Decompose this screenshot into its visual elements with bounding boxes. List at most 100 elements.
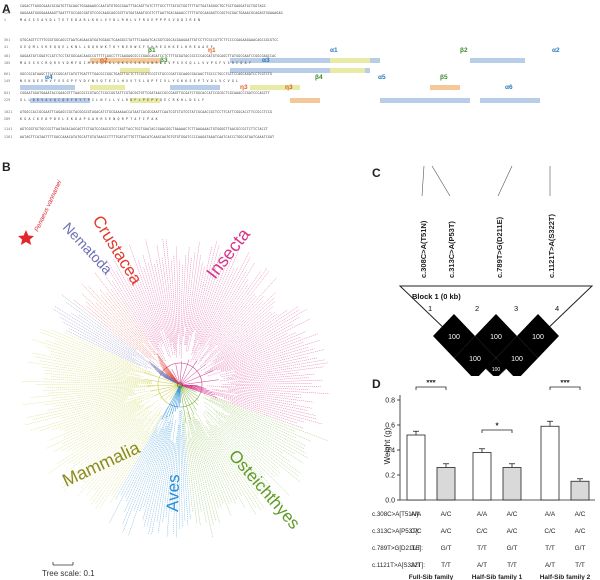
tree-internal-branch bbox=[147, 384, 181, 387]
tree-leaf-branch bbox=[222, 404, 296, 439]
tree-leaf-branch bbox=[210, 399, 306, 447]
tree-leaf-branch bbox=[54, 340, 143, 372]
structure-highlight bbox=[480, 98, 540, 103]
panel-d-letter: D bbox=[372, 377, 381, 391]
tree-leaf-branch bbox=[45, 346, 136, 373]
tree-leaf-branch bbox=[203, 311, 272, 366]
tree-leaf-branch bbox=[221, 333, 318, 370]
tree-leaf-branch bbox=[235, 385, 321, 387]
secondary-structure-label: β1 bbox=[148, 47, 156, 54]
clade-osteichthyes bbox=[179, 384, 328, 538]
weight-bar bbox=[502, 467, 522, 501]
genotype-cell: A/C bbox=[441, 511, 452, 518]
secondary-structure-label: η3 bbox=[285, 84, 293, 91]
secondary-structure-label: β2 bbox=[460, 47, 468, 54]
panel-c-letter: C bbox=[372, 166, 381, 180]
tree-leaf-branch bbox=[72, 404, 153, 465]
tree-leaf-branch bbox=[187, 412, 220, 524]
significance-marker: *** bbox=[560, 380, 570, 388]
tree-leaf-branch bbox=[227, 377, 310, 383]
ld-cell-2-4: 100 bbox=[496, 336, 538, 376]
tree-leaf-branch bbox=[143, 267, 163, 330]
ld-cell-1-3: 100 bbox=[454, 336, 496, 376]
genotype-cell: A/C bbox=[575, 511, 586, 518]
tree-leaf-branch bbox=[194, 283, 249, 364]
tree-leaf-branch bbox=[181, 409, 189, 526]
sequence-line-number: 661 bbox=[4, 72, 11, 76]
clade-arc bbox=[157, 375, 170, 405]
sequence-line-number: 841 bbox=[4, 91, 11, 95]
tree-leaf-branch bbox=[22, 381, 137, 385]
tree-leaf-branch bbox=[204, 318, 311, 373]
tree-internal-branch bbox=[179, 384, 195, 415]
tree-leaf-branch bbox=[109, 271, 159, 351]
tree-internal-branch bbox=[165, 384, 181, 419]
genotype-cell: G/T bbox=[441, 545, 452, 552]
weight-bar bbox=[406, 434, 426, 501]
tree-leaf-branch bbox=[142, 412, 173, 521]
tree-leaf-branch bbox=[126, 271, 163, 347]
marker-number-2: 2 bbox=[475, 304, 479, 313]
sequence-text: G E Q M L S K E Q Q E L K N L L D Q K W … bbox=[20, 45, 213, 49]
tree-leaf-branch bbox=[165, 442, 175, 518]
secondary-structure-label: η2 bbox=[100, 57, 108, 64]
tree-leaf-branch bbox=[204, 292, 276, 361]
tree-leaf-branch bbox=[136, 274, 169, 357]
tree-leaf-branch bbox=[199, 297, 275, 367]
tree-leaf-branch bbox=[129, 244, 161, 331]
tree-leaf-branch bbox=[128, 408, 173, 536]
tree-leaf-branch bbox=[147, 262, 168, 339]
tree-leaf-branch bbox=[85, 404, 160, 475]
snp-label-4: c.1121T>A(S322T) bbox=[547, 214, 556, 278]
clade-insecta bbox=[103, 238, 329, 386]
sequence-text: CAGACTTAGGCGAACGCGATGTTACAACTGGAAAAGCCAA… bbox=[20, 4, 266, 8]
tree-leaf-branch bbox=[202, 397, 306, 454]
tree-leaf-branch bbox=[137, 260, 171, 358]
tree-leaf-branch bbox=[81, 293, 152, 359]
sequence-line-number: 121 bbox=[4, 11, 11, 15]
tree-leaf-branch bbox=[94, 272, 163, 362]
sequence-line-number: 1 bbox=[4, 18, 7, 22]
y-tick-label: 0.8 bbox=[385, 398, 395, 405]
tree-leaf-branch bbox=[38, 397, 142, 432]
tree-leaf-branch bbox=[204, 411, 270, 485]
tree-leaf-branch bbox=[171, 436, 177, 513]
ld-value-2-4: 100 bbox=[511, 356, 523, 363]
tree-leaf-branch bbox=[46, 385, 154, 388]
secondary-structure-label: α3 bbox=[262, 57, 270, 64]
tree-internal-branch bbox=[174, 384, 181, 412]
secondary-structure-label: α6 bbox=[505, 84, 513, 91]
ld-value-2-3: 100 bbox=[490, 334, 502, 341]
tree-leaf-branch bbox=[206, 420, 272, 507]
tree-leaf-branch bbox=[203, 394, 296, 432]
tree-leaf-branch bbox=[190, 268, 235, 363]
tree-leaf-branch bbox=[81, 417, 148, 483]
tree-leaf-branch bbox=[106, 292, 157, 355]
tree-leaf-branch bbox=[202, 414, 272, 502]
structure-highlight bbox=[250, 85, 300, 90]
tree-leaf-branch bbox=[49, 394, 158, 441]
tree-leaf-branch bbox=[166, 443, 176, 538]
tree-leaf-branch bbox=[41, 366, 152, 382]
genotype-cell: T/T bbox=[441, 562, 451, 569]
genotype-cell: G/T bbox=[507, 545, 518, 552]
tree-leaf-branch bbox=[199, 293, 256, 362]
weight-bar bbox=[570, 480, 590, 501]
tree-leaf-branch bbox=[217, 311, 276, 357]
tree-leaf-branch bbox=[67, 405, 145, 451]
structure-highlight bbox=[20, 85, 75, 90]
tree-leaf-branch bbox=[128, 261, 164, 344]
star-icon bbox=[18, 230, 34, 245]
structure-highlight bbox=[330, 68, 365, 73]
tree-leaf-branch bbox=[62, 321, 136, 362]
sequence-line-number: 1021 bbox=[4, 110, 13, 114]
tree-leaf-branch bbox=[221, 342, 304, 371]
tree-internal-branch bbox=[179, 384, 181, 406]
tree-leaf-branch bbox=[185, 241, 200, 346]
